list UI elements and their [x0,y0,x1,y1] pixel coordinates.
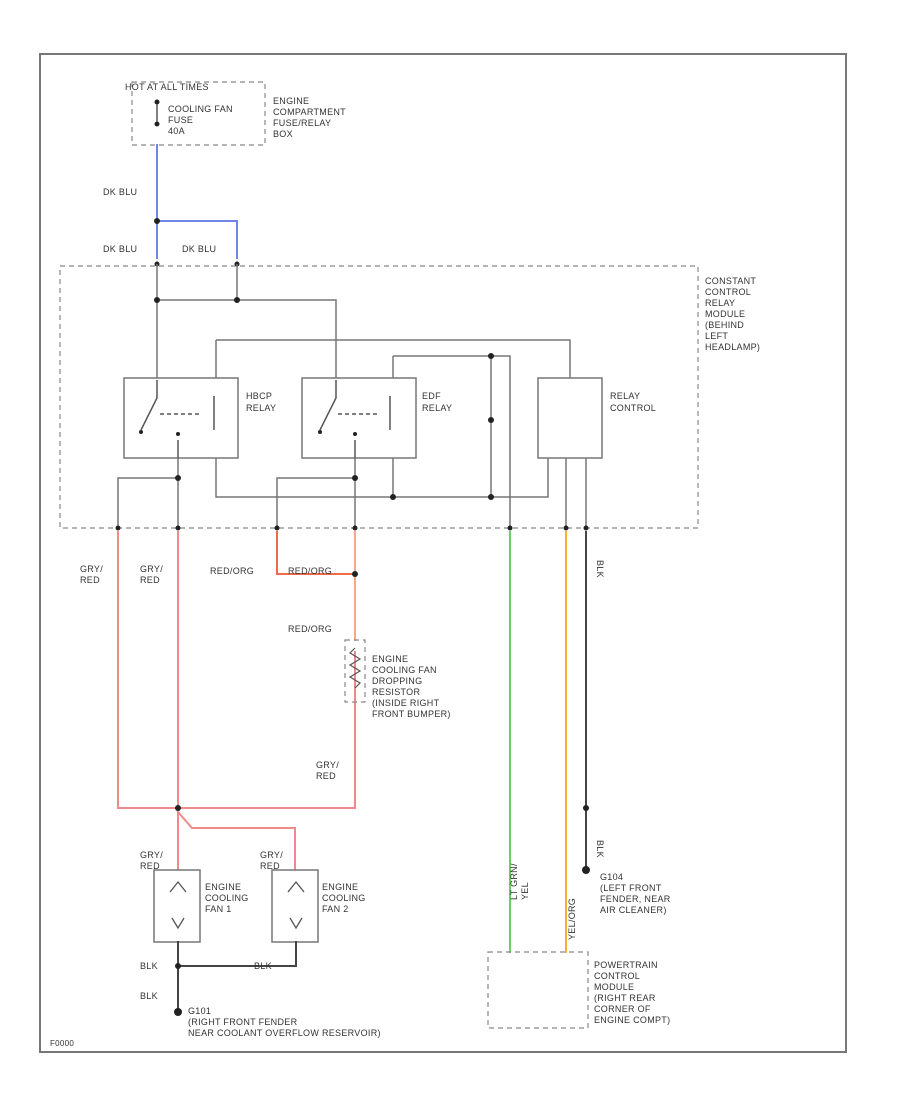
fuse-box-label: ENGINE COMPARTMENT FUSE/RELAY BOX [273,96,349,139]
fuse-icon [154,99,160,127]
red-org-label-1: RED/ORG [210,566,254,576]
hbcp-relay-box [123,377,239,459]
gry-red-label-5: GRY/ RED [260,850,286,871]
ground-icon [174,1008,182,1016]
wire-blk-fan2 [177,941,297,967]
module-label: CONSTANT CONTROL RELAY MODULE (BEHIND LE… [705,276,760,352]
g101-label: G101 (RIGHT FRONT FENDER NEAR COOLANT OV… [188,1006,381,1038]
fan2-box [271,869,319,943]
powertrain-control-module [487,951,589,1029]
fuse-label: COOLING FAN FUSE 40A [168,104,236,136]
dk-blu-label-2: DK BLU [103,244,137,254]
constant-control-relay-module [59,265,699,529]
fan2-label: ENGINE COOLING FAN 2 [322,882,368,914]
relay-switch-icon [319,380,391,458]
hot-at-all-times-label: HOT AT ALL TIMES [125,82,209,92]
yel-org-label: YEL/ORG [567,898,577,940]
gry-red-label-4: GRY/ RED [140,850,166,871]
dk-blu-label-3: DK BLU [182,244,216,254]
gry-red-label-2: GRY/ RED [140,564,166,585]
blk-label-2: BLK [254,961,272,971]
fan1-box [153,869,201,943]
blk-label-3: BLK [140,991,158,1001]
fan-motor-icon [287,880,305,930]
resistor-label: ENGINE COOLING FAN DROPPING RESISTOR (IN… [372,654,451,719]
blk-label-4: BLK [595,560,605,578]
fuse-box [131,81,266,146]
wire-red-org-1 [276,531,356,575]
gry-red-label-1: GRY/ RED [80,564,106,585]
fan-motor-icon [169,880,187,930]
red-org-label-2: RED/ORG [288,566,332,576]
dk-blu-label-1: DK BLU [103,187,137,197]
relay-control-box [537,377,603,459]
figure-id: F0000 [50,1039,74,1048]
red-org-label-3: RED/ORG [288,624,332,634]
wire-gry-red-left [117,531,356,809]
blk-label-5: BLK [595,840,605,858]
blk-label-1: BLK [140,961,158,971]
ground-icon [582,866,590,874]
g104-label: G104 (LEFT FRONT FENDER, NEAR AIR CLEANE… [600,872,673,915]
wire-dk-blu-branch [156,220,238,259]
wire-gry-red-fan2 [176,810,296,871]
relay-switch-icon [140,380,215,458]
gry-red-label-3: GRY/ RED [316,760,342,781]
hbcp-relay-label: HBCP RELAY [246,391,276,413]
pcm-label: POWERTRAIN CONTROL MODULE (RIGHT REAR CO… [594,960,670,1025]
fan1-label: ENGINE COOLING FAN 1 [205,882,251,914]
lt-grn-label: LT GRN/ YEL [509,860,530,900]
diagram-frame [39,53,847,1053]
edf-relay-box [301,377,417,459]
resistor-icon [348,647,362,689]
relay-control-label: RELAY CONTROL [610,391,656,413]
edf-relay-label: EDF RELAY [422,391,452,413]
resistor-body [344,639,366,703]
module-connector-pins [115,525,589,531]
